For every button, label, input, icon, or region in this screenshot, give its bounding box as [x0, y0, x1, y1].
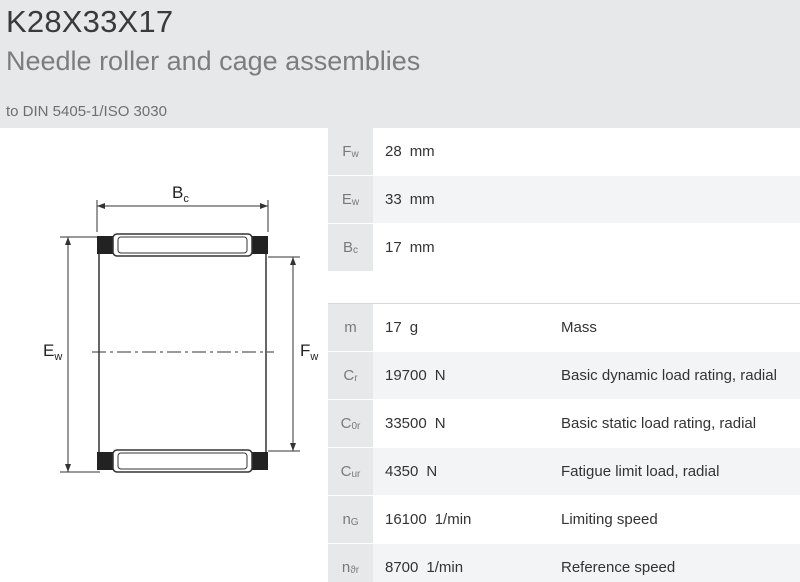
- needle-roller-top: [112, 233, 253, 257]
- standard-reference: to DIN 5405-1/ISO 3030: [6, 103, 167, 120]
- page-subtitle: Needle roller and cage assemblies: [6, 46, 421, 76]
- cage-block-bottom-left: [97, 452, 115, 470]
- description-cell: Fatigue limit load, radial: [546, 448, 800, 495]
- header: K28X33X17 Needle roller and cage assembl…: [0, 0, 800, 128]
- cage-block-top-left: [97, 236, 115, 254]
- description-cell: Limiting speed: [561, 511, 658, 528]
- bc-label: Bc: [172, 183, 189, 205]
- bearing-drawing: Bc Ew Fw: [43, 183, 318, 473]
- ew-arrow-bottom: [65, 464, 71, 472]
- needle-roller-bottom: [112, 449, 253, 473]
- page-title: K28X33X17: [6, 4, 174, 39]
- fw-arrow-bottom: [290, 443, 296, 451]
- ew-arrow-top: [65, 237, 71, 245]
- needle-roller-bottom-inner: [117, 452, 248, 470]
- fw-arrow-top: [290, 257, 296, 265]
- description-cell: Basic static load rating, radial: [561, 415, 757, 432]
- bc-arrow-right: [260, 203, 268, 209]
- needle-roller-top-inner: [117, 236, 248, 254]
- description-cell: Reference speed: [546, 544, 800, 582]
- ew-label: Ew: [43, 341, 62, 363]
- fw-label: Fw: [300, 341, 318, 363]
- description-cell: Mass: [561, 319, 597, 336]
- cage-block-top-right: [250, 236, 268, 254]
- cage-block-bottom-right: [250, 452, 268, 470]
- description-cell: Basic dynamic load rating, radial: [546, 352, 800, 399]
- symbol-cell: m: [328, 304, 373, 351]
- bc-arrow-left: [97, 203, 105, 209]
